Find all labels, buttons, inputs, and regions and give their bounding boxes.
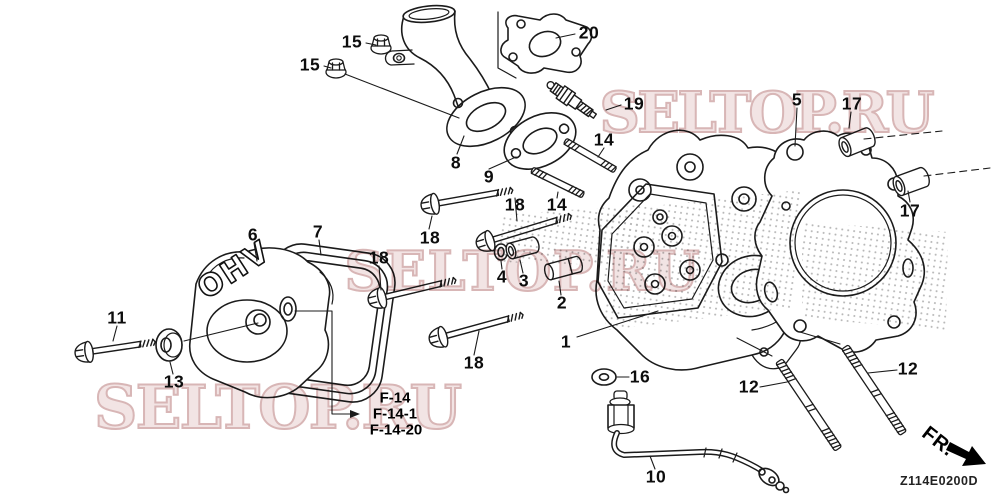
reference-link: F-14-1 <box>372 405 418 423</box>
part-number-callout: 8 <box>450 152 462 173</box>
part-number-callout: 15 <box>299 54 321 75</box>
part-number-callout: 5 <box>791 89 803 110</box>
halftone-shading <box>500 190 948 330</box>
part-number-callout: 7 <box>312 221 324 242</box>
stud-12a-art <box>775 358 842 451</box>
stud-12b-art <box>841 344 907 436</box>
exhaust-pipe-art <box>384 4 526 148</box>
bolt-18c-art <box>367 276 457 309</box>
plate-gasket-art <box>497 11 593 79</box>
part-number-callout: 12 <box>897 358 919 379</box>
washer-16-art <box>591 368 617 386</box>
part-number-callout: 14 <box>546 194 568 215</box>
part-number-callout: 12 <box>738 376 760 397</box>
part-number-callout: 6 <box>247 224 259 245</box>
bolt-18a-art <box>420 186 514 215</box>
part-number-callout: 17 <box>899 200 921 221</box>
part-number-callout: 11 <box>107 307 127 328</box>
part-number-callout: 19 <box>623 93 645 114</box>
stud-14a-art <box>563 138 617 173</box>
part-number-callout: 17 <box>841 93 863 114</box>
part-number-callout: 20 <box>578 22 600 43</box>
valve-cover-art: OHV <box>188 233 334 399</box>
dowel-pin-17a-art <box>838 127 876 158</box>
part-number-callout: 14 <box>593 129 615 150</box>
part-number-callout: 16 <box>629 366 651 387</box>
part-number-callout: 9 <box>483 166 495 187</box>
bolt-11-art <box>74 338 156 363</box>
part-number-callout: 13 <box>163 371 185 392</box>
washer-13-art <box>155 328 183 362</box>
dowel-pin-17b-art <box>892 166 930 197</box>
nut-15b-art <box>325 58 347 79</box>
part-number-callout: 18 <box>463 352 485 373</box>
part-number-callout: 18 <box>368 247 390 268</box>
part-number-callout: 1 <box>560 331 572 352</box>
part-number-callout: 4 <box>496 266 508 287</box>
exhaust-gasket-art <box>503 112 577 170</box>
part-number-callout: 18 <box>504 194 526 215</box>
spark-plug-art <box>546 80 598 119</box>
part-number-callout: 15 <box>341 31 363 52</box>
front-direction-arrow <box>946 442 986 466</box>
part-number-callout: 3 <box>518 270 530 291</box>
stud-14b-art <box>530 167 585 198</box>
pipe-10-art <box>607 390 790 494</box>
leader-lines <box>112 33 991 470</box>
reference-link: F-14 <box>379 389 411 407</box>
part-number-callout: 2 <box>556 292 568 313</box>
part-number-callout: 18 <box>419 227 441 248</box>
part-number-callout: 10 <box>645 466 667 487</box>
bolt-18d-art <box>428 311 524 348</box>
diagram-code: Z114E0200D <box>900 474 978 488</box>
reference-link: F-14-20 <box>369 421 423 439</box>
